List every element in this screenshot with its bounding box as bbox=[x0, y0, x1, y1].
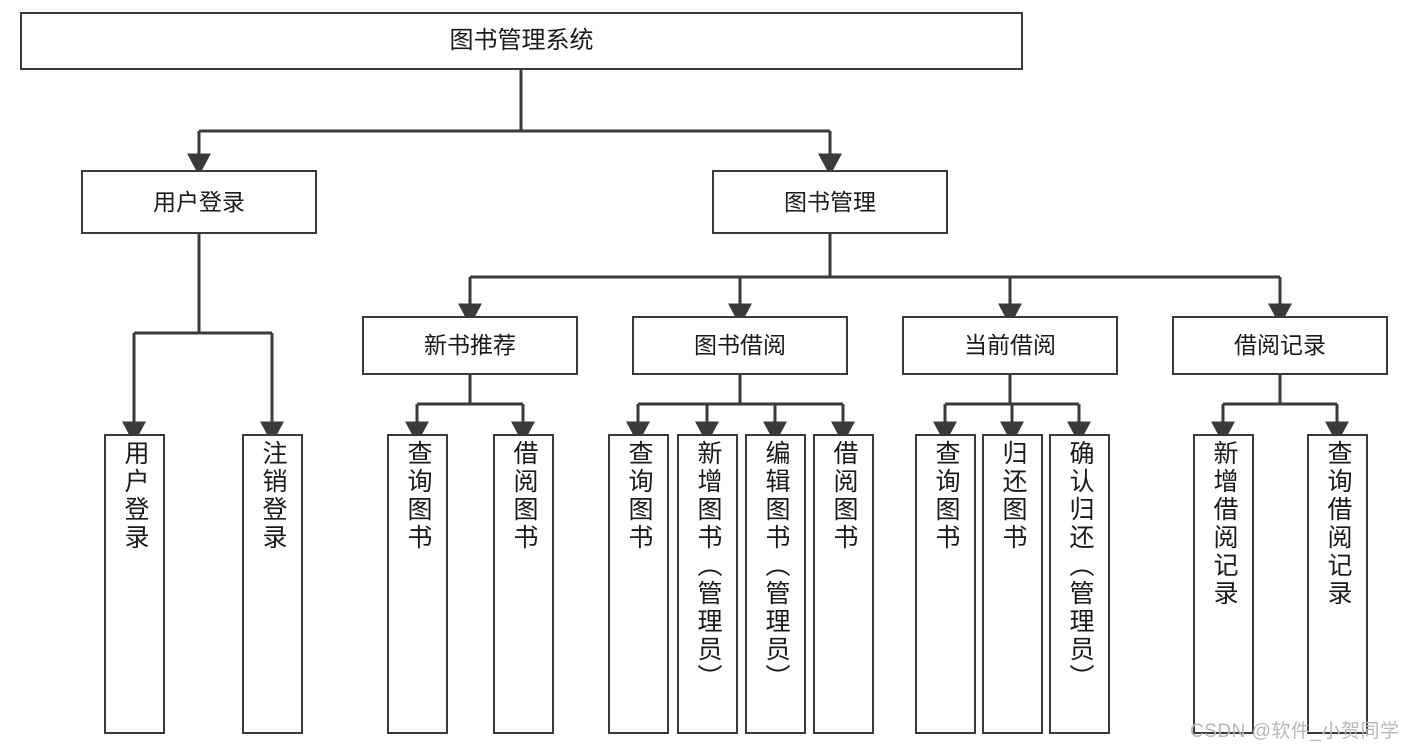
node-borrow-record[interactable]: 借阅记录 bbox=[1172, 316, 1388, 375]
leaf-record-query-record[interactable]: 查询借阅记录 bbox=[1307, 434, 1368, 734]
leaf-borrow-borrow-book[interactable]: 借阅图书 bbox=[813, 434, 874, 734]
csdn-watermark: CSDN @软件_小贺同学 bbox=[1190, 721, 1400, 742]
node-label: 借阅记录 bbox=[1234, 332, 1326, 359]
node-label: 归还图书 bbox=[999, 440, 1027, 552]
node-current-borrow[interactable]: 当前借阅 bbox=[902, 316, 1118, 375]
node-book-borrow[interactable]: 图书借阅 bbox=[632, 316, 848, 375]
node-book-management[interactable]: 图书管理 bbox=[712, 170, 948, 234]
leaf-current-query-book[interactable]: 查询图书 bbox=[915, 434, 976, 734]
leaf-record-add-record[interactable]: 新增借阅记录 bbox=[1193, 434, 1254, 734]
node-label: 图书借阅 bbox=[694, 332, 786, 359]
node-label: 确认归还（管理员） bbox=[1066, 440, 1094, 692]
node-label: 查询图书 bbox=[932, 440, 960, 552]
node-root-system[interactable]: 图书管理系统 bbox=[20, 12, 1023, 70]
leaf-borrow-query-book[interactable]: 查询图书 bbox=[608, 434, 669, 734]
node-label: 查询图书 bbox=[625, 440, 653, 552]
node-new-book-recommend[interactable]: 新书推荐 bbox=[362, 316, 578, 375]
node-label: 用户登录 bbox=[121, 440, 149, 552]
node-label: 借阅图书 bbox=[830, 440, 858, 552]
leaf-recommend-borrow-book[interactable]: 借阅图书 bbox=[493, 434, 554, 734]
node-label: 用户登录 bbox=[153, 188, 245, 215]
node-label: 借阅图书 bbox=[510, 440, 538, 552]
node-label: 图书管理系统 bbox=[449, 27, 594, 55]
leaf-current-return-book[interactable]: 归还图书 bbox=[982, 434, 1043, 734]
leaf-user-login-logout[interactable]: 注销登录 bbox=[242, 434, 303, 734]
node-label: 当前借阅 bbox=[964, 332, 1056, 359]
leaf-borrow-edit-book-admin[interactable]: 编辑图书（管理员） bbox=[745, 434, 806, 734]
node-user-login[interactable]: 用户登录 bbox=[81, 170, 317, 234]
node-label: 新增借阅记录 bbox=[1210, 440, 1238, 608]
node-label: 新增图书（管理员） bbox=[694, 440, 722, 692]
leaf-borrow-add-book-admin[interactable]: 新增图书（管理员） bbox=[677, 434, 738, 734]
node-label: 图书管理 bbox=[784, 188, 876, 215]
node-label: 注销登录 bbox=[259, 440, 287, 552]
node-label: 编辑图书（管理员） bbox=[762, 440, 790, 692]
leaf-user-login-login[interactable]: 用户登录 bbox=[104, 434, 165, 734]
leaf-recommend-query-book[interactable]: 查询图书 bbox=[387, 434, 448, 734]
node-label: 查询借阅记录 bbox=[1324, 440, 1352, 608]
node-label: 查询图书 bbox=[404, 440, 432, 552]
leaf-current-confirm-return-admin[interactable]: 确认归还（管理员） bbox=[1049, 434, 1110, 734]
node-label: 新书推荐 bbox=[424, 332, 516, 359]
